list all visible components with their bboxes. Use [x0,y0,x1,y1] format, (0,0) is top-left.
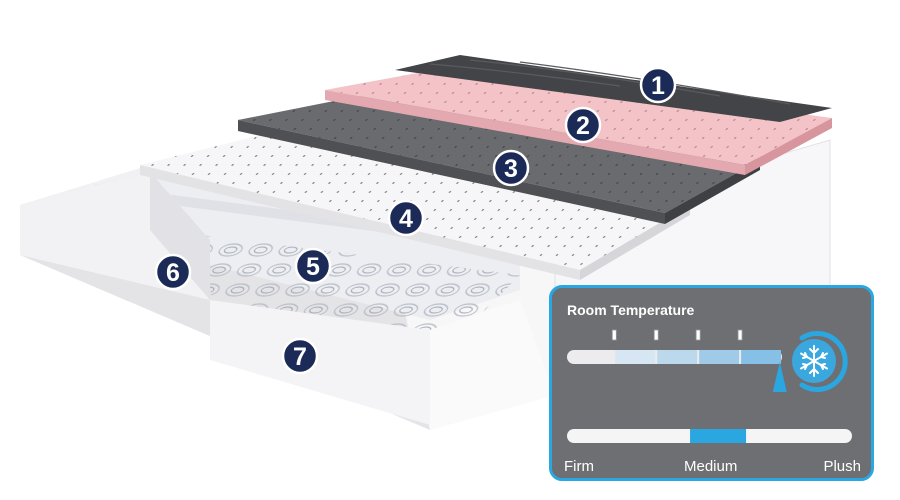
layer-4-number: 4 [399,205,413,233]
room-temperature-panel: Room Temperature Firm Medium Plush [549,285,874,481]
panel-title: Room Temperature [567,302,695,318]
snowflake-icon [792,331,848,392]
firmness-label-medium: Medium [684,458,738,475]
layer-6-badge: 6 [154,253,192,291]
layer-4-foam [140,128,690,280]
layer-3-number: 3 [504,155,518,183]
layer-5-number: 5 [306,253,320,281]
firmness-marker [690,429,747,443]
layer-5-badge: 5 [294,247,332,285]
firmness-label-firm: Firm [564,458,594,475]
layer-2-number: 2 [576,112,590,140]
temperature-segments [615,350,781,364]
temperature-tick [695,329,701,341]
temperature-tick [737,329,743,341]
temperature-pointer [772,362,787,392]
layer-3-badge: 3 [492,149,530,187]
firmness-label-plush: Plush [823,458,861,475]
layer-1-badge: 1 [639,66,677,104]
layer-2-badge: 2 [564,106,602,144]
temperature-tick [653,329,659,341]
temperature-segment [657,350,698,364]
temperature-gauge [567,329,852,443]
layer-7-number: 7 [293,343,307,371]
layer-1-number: 1 [651,72,665,100]
layer-3-foam [238,88,760,224]
temperature-segment [615,350,656,364]
layer-7-badge: 7 [281,337,319,375]
layer-4-badge: 4 [387,199,425,237]
temperature-ticks [611,329,743,341]
layer-number-badges: 1 2 3 4 5 6 7 [154,66,677,375]
layer-6-number: 6 [166,259,180,287]
temperature-tick [611,329,617,341]
temperature-segment [741,350,781,364]
temperature-segment [699,350,740,364]
